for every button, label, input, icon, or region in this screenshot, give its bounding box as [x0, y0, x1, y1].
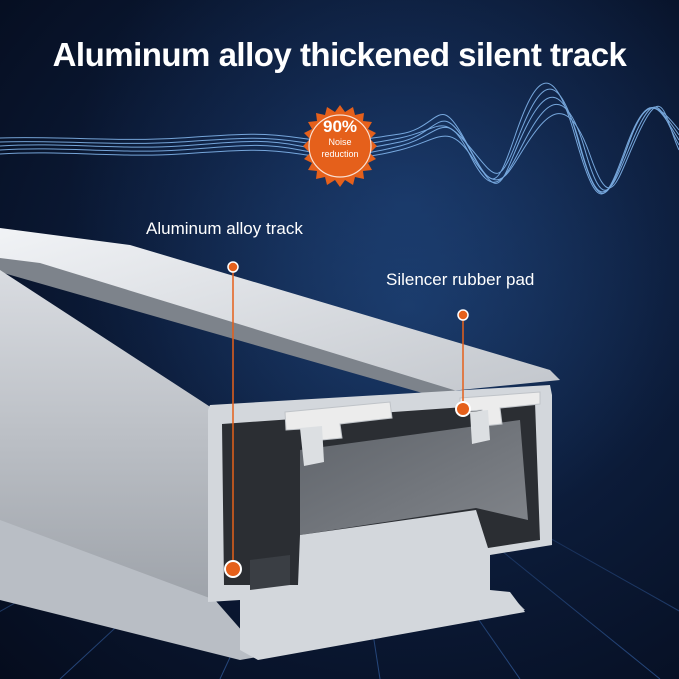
headline: Aluminum alloy thickened silent track	[52, 36, 627, 73]
badge-line-2: reduction	[321, 149, 359, 159]
badge-percent: 90%	[322, 117, 358, 136]
callout-aluminum-track: Aluminum alloy track	[146, 219, 303, 238]
track-side-face	[0, 270, 215, 600]
sound-wave-lines	[0, 82, 679, 195]
badge-line-1: Noise	[328, 137, 352, 147]
track-top-face	[0, 228, 560, 392]
starburst-seal-icon	[303, 105, 377, 187]
callout-dot-track-top	[227, 261, 239, 273]
track-top-groove	[0, 258, 470, 398]
callout-silencer-pad: Silencer rubber pad	[386, 270, 535, 289]
track-end-profile	[208, 385, 552, 660]
callout-dot-pad-bottom	[455, 401, 471, 417]
callout-dot-track-bottom	[224, 560, 242, 578]
callout-dot-pad-top	[457, 309, 469, 321]
callout-leaders	[224, 261, 471, 578]
silencer-rubber-pads	[284, 391, 541, 466]
noise-reduction-badge: 90% Noise reduction	[297, 103, 383, 189]
